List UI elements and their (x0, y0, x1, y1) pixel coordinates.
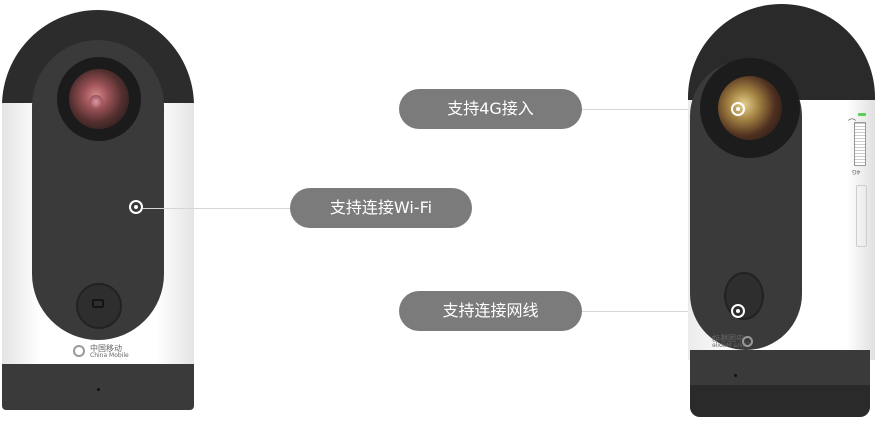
4g-hotspot-dot[interactable] (731, 102, 745, 116)
brand-logo-icon (73, 345, 85, 357)
4g-callout-label: 支持4G接入 (399, 89, 582, 129)
camera-glyph-icon (92, 299, 104, 308)
camera-front: 中国移动 China Mobile (0, 0, 200, 425)
sim-card-slot (856, 185, 867, 247)
brand-name-cn: 中国移动 (90, 344, 122, 353)
wifi-callout-label: 支持连接Wi-Fi (290, 188, 472, 228)
brand-logo-icon-side (742, 336, 753, 347)
wifi-signal-icon: ︵ (848, 113, 856, 122)
status-led (858, 113, 866, 116)
microphone-hole (97, 388, 100, 391)
camera-side: ︵ 4G 中国移动 China Mobile (680, 0, 877, 425)
ethernet-hotspot-dot[interactable] (731, 304, 745, 318)
switch-label-4g: 4G (852, 168, 861, 175)
microphone-hole-side (734, 374, 737, 377)
camera-front-base (2, 364, 194, 410)
wifi-callout-line (143, 208, 293, 209)
camera-side-stand (690, 385, 870, 417)
ethernet-callout-line (582, 311, 732, 312)
network-mode-switch (854, 122, 866, 166)
camera-side-base (690, 350, 870, 390)
4g-callout-line (582, 109, 732, 110)
ethernet-callout-label: 支持连接网线 (399, 291, 582, 331)
brand-name-en: China Mobile (90, 352, 129, 359)
wifi-hotspot-dot[interactable] (129, 200, 143, 214)
